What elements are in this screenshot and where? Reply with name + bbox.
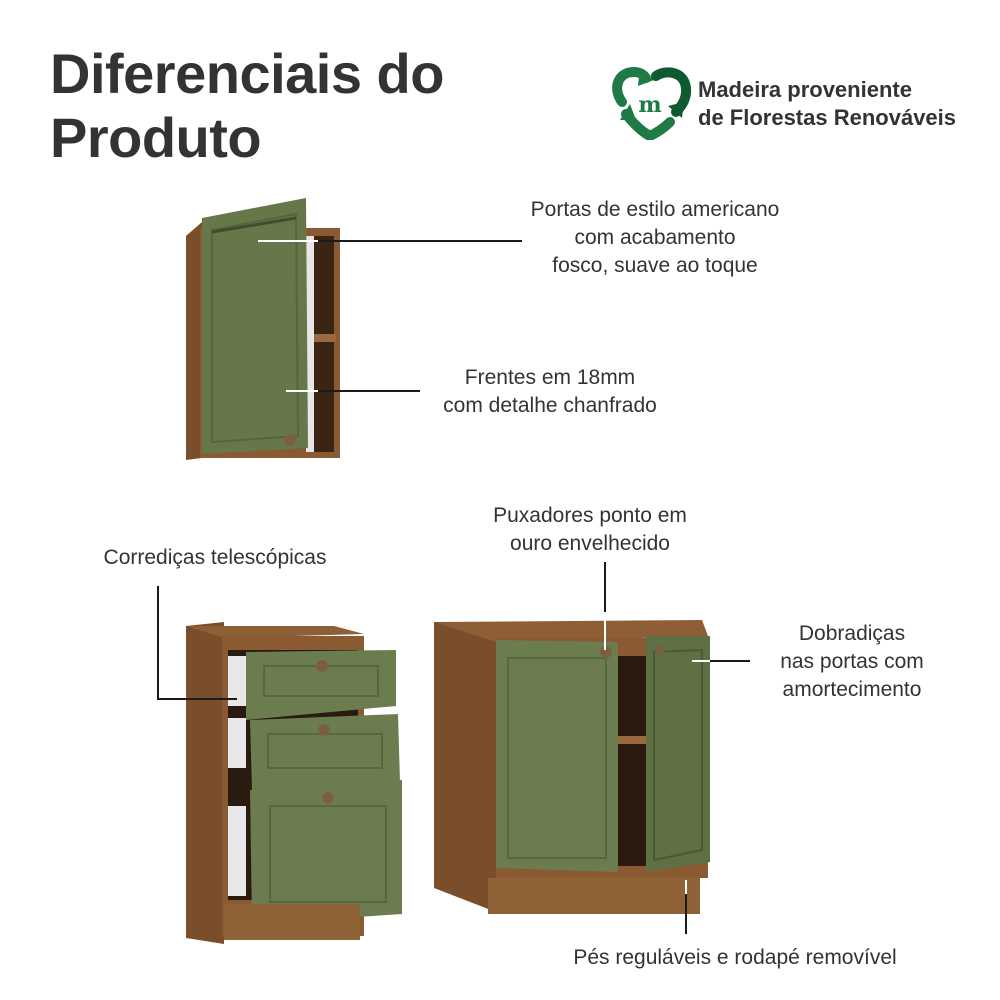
leader-feet-white — [685, 880, 687, 894]
title-line-1: Diferenciais do — [50, 42, 444, 105]
leader-hinges — [710, 660, 750, 662]
leader-doors-white — [258, 240, 318, 242]
callout-handles: Puxadores ponto em ouro envelhecido — [493, 504, 687, 555]
badge-line-1: Madeira proveniente — [698, 77, 912, 102]
page-title: Diferenciais do Produto — [50, 42, 444, 170]
title-line-2: Produto — [50, 106, 262, 169]
drawer-cabinet-image — [184, 622, 404, 948]
leader-handles-white — [604, 612, 606, 650]
base-cabinet-image — [432, 616, 712, 918]
leader-feet — [685, 894, 687, 934]
wall-cabinet-image — [184, 196, 344, 464]
recycle-heart-m-icon: m — [608, 66, 692, 140]
svg-text:m: m — [638, 92, 661, 118]
badge-line-2: de Florestas Renováveis — [698, 105, 957, 130]
leader-slides-vertical — [157, 586, 159, 700]
callout-fronts: Frentes em 18mm com detalhe chanfrado — [443, 366, 657, 417]
leader-fronts-white — [286, 390, 318, 392]
leader-fronts — [318, 390, 420, 392]
leader-hinges-white — [692, 660, 710, 662]
callout-slides: Corrediças telescópicas — [103, 546, 327, 569]
callout-hinges: Dobradiças nas portas com amortecimento — [780, 622, 924, 701]
leader-slides-horizontal — [157, 698, 237, 700]
callout-doors: Portas de estilo americano com acabament… — [530, 198, 780, 277]
leader-handles — [604, 562, 606, 612]
badge-text: Madeira proveniente de Florestas Renováv… — [698, 76, 956, 132]
callout-feet: Pés reguláveis e rodapé removível — [573, 946, 897, 969]
leader-doors — [318, 240, 522, 242]
